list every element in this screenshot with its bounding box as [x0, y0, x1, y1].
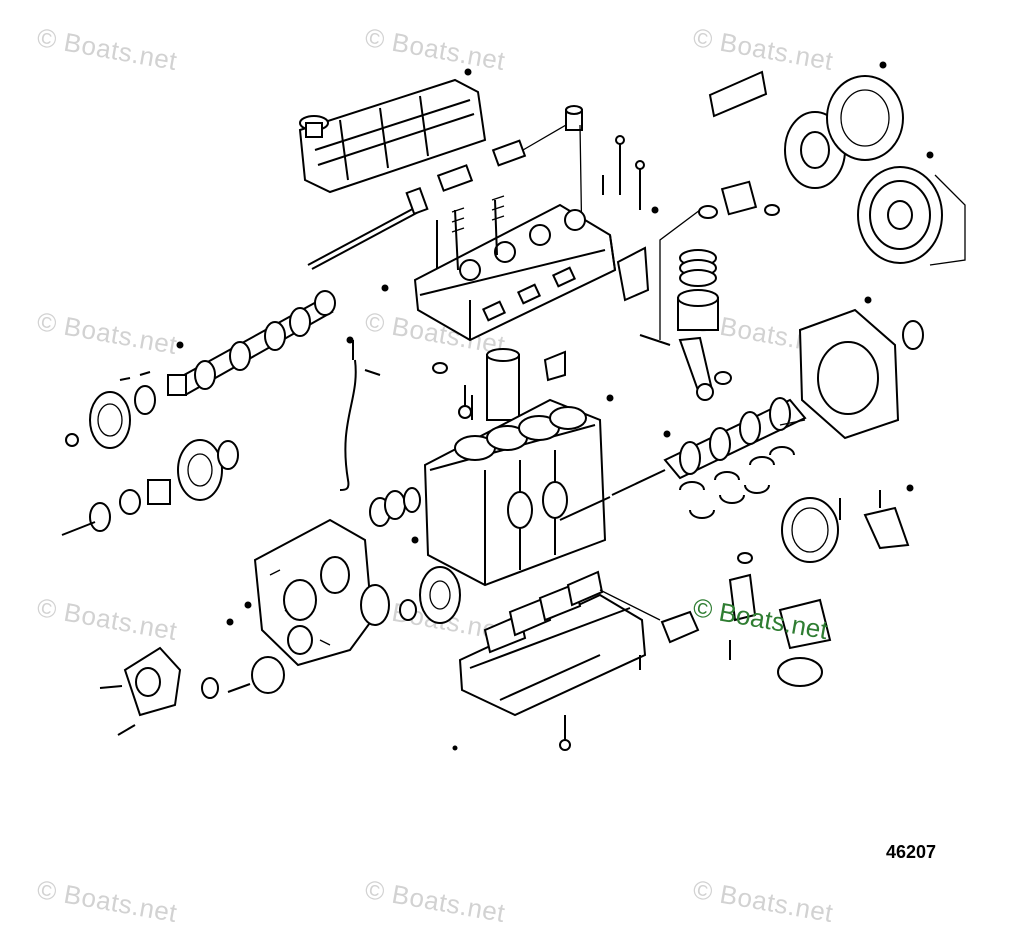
- cylinder-liner: [432, 348, 566, 421]
- piston-assembly: [639, 249, 732, 401]
- cam-gear: [65, 371, 156, 449]
- push-rod: [307, 186, 429, 270]
- exploded-engine-diagram: © Boats.net © Boats.net © Boats.net © Bo…: [35, 22, 966, 928]
- manifold-bracket: [616, 246, 650, 302]
- oil-line: [339, 340, 381, 491]
- head-bolts: [436, 135, 645, 270]
- idler-gear: [61, 439, 239, 536]
- rocker-arms: [436, 105, 583, 251]
- oil-seal-housing: [781, 490, 910, 563]
- oil-pump: [399, 566, 461, 624]
- valve-cover: [298, 78, 487, 194]
- timing-gear-case: [253, 518, 390, 667]
- flywheel: [857, 166, 966, 266]
- small-hardware: [176, 61, 934, 751]
- thermostat-housing: [659, 180, 780, 340]
- damper-plate: [784, 75, 904, 189]
- cylinder-block: [423, 398, 607, 587]
- brand-badge: [708, 70, 768, 118]
- figure-number: 46207: [886, 842, 937, 862]
- flywheel-housing: [779, 308, 924, 440]
- main-bearings: [679, 446, 795, 519]
- camshaft: [167, 290, 336, 396]
- engine-line-art: [61, 61, 966, 751]
- oil-pan: [458, 593, 647, 751]
- engine-mount: [599, 552, 832, 687]
- cam-bushings: [369, 487, 421, 527]
- main-bearing-caps: [483, 570, 604, 654]
- cylinder-head: [413, 195, 617, 342]
- water-pump: [99, 646, 285, 736]
- crankshaft: [559, 397, 807, 521]
